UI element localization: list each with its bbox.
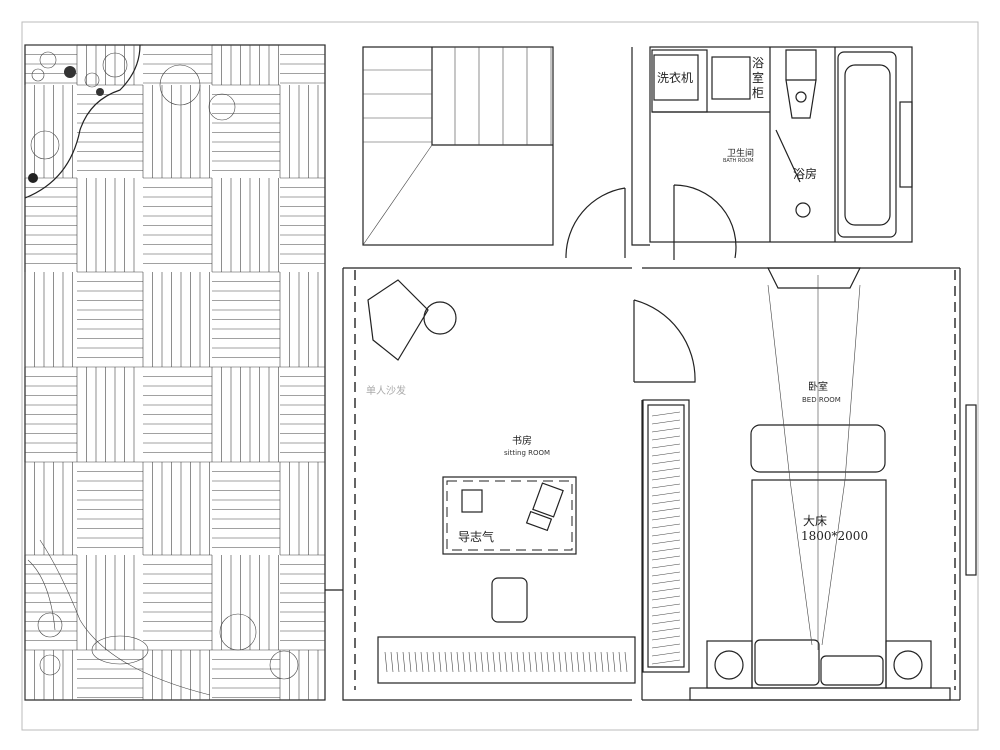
- cabinet-label: 浴室柜: [752, 56, 765, 100]
- bedroom-cn: 卧室: [808, 382, 828, 393]
- bath-room-en: BATH ROOM: [723, 158, 754, 164]
- garden-corner: [24, 44, 236, 199]
- armchair-label: 单人沙发: [366, 386, 406, 397]
- walls: [325, 46, 977, 701]
- study-room-en: sitting ROOM: [504, 449, 551, 457]
- bed: [689, 267, 951, 701]
- bedroom-en: BED ROOM: [802, 396, 841, 404]
- sheet-border: [21, 21, 979, 731]
- bed-label: 大床: [803, 514, 828, 528]
- bathroom-fixtures: [651, 49, 897, 238]
- staircase: [362, 46, 554, 246]
- washer-label: 洗衣机: [657, 71, 694, 85]
- shower-label: 浴房: [793, 167, 818, 181]
- bath-room-cn: 卫生间: [727, 149, 755, 159]
- wood-deck: [24, 44, 326, 701]
- garden-bottom: [27, 539, 299, 696]
- bed-size: 1800*2000: [801, 529, 869, 543]
- desk-label: 导志气: [458, 530, 495, 544]
- study-furniture: [367, 279, 690, 684]
- study-room-cn: 书房: [512, 436, 532, 447]
- doors: [565, 184, 737, 383]
